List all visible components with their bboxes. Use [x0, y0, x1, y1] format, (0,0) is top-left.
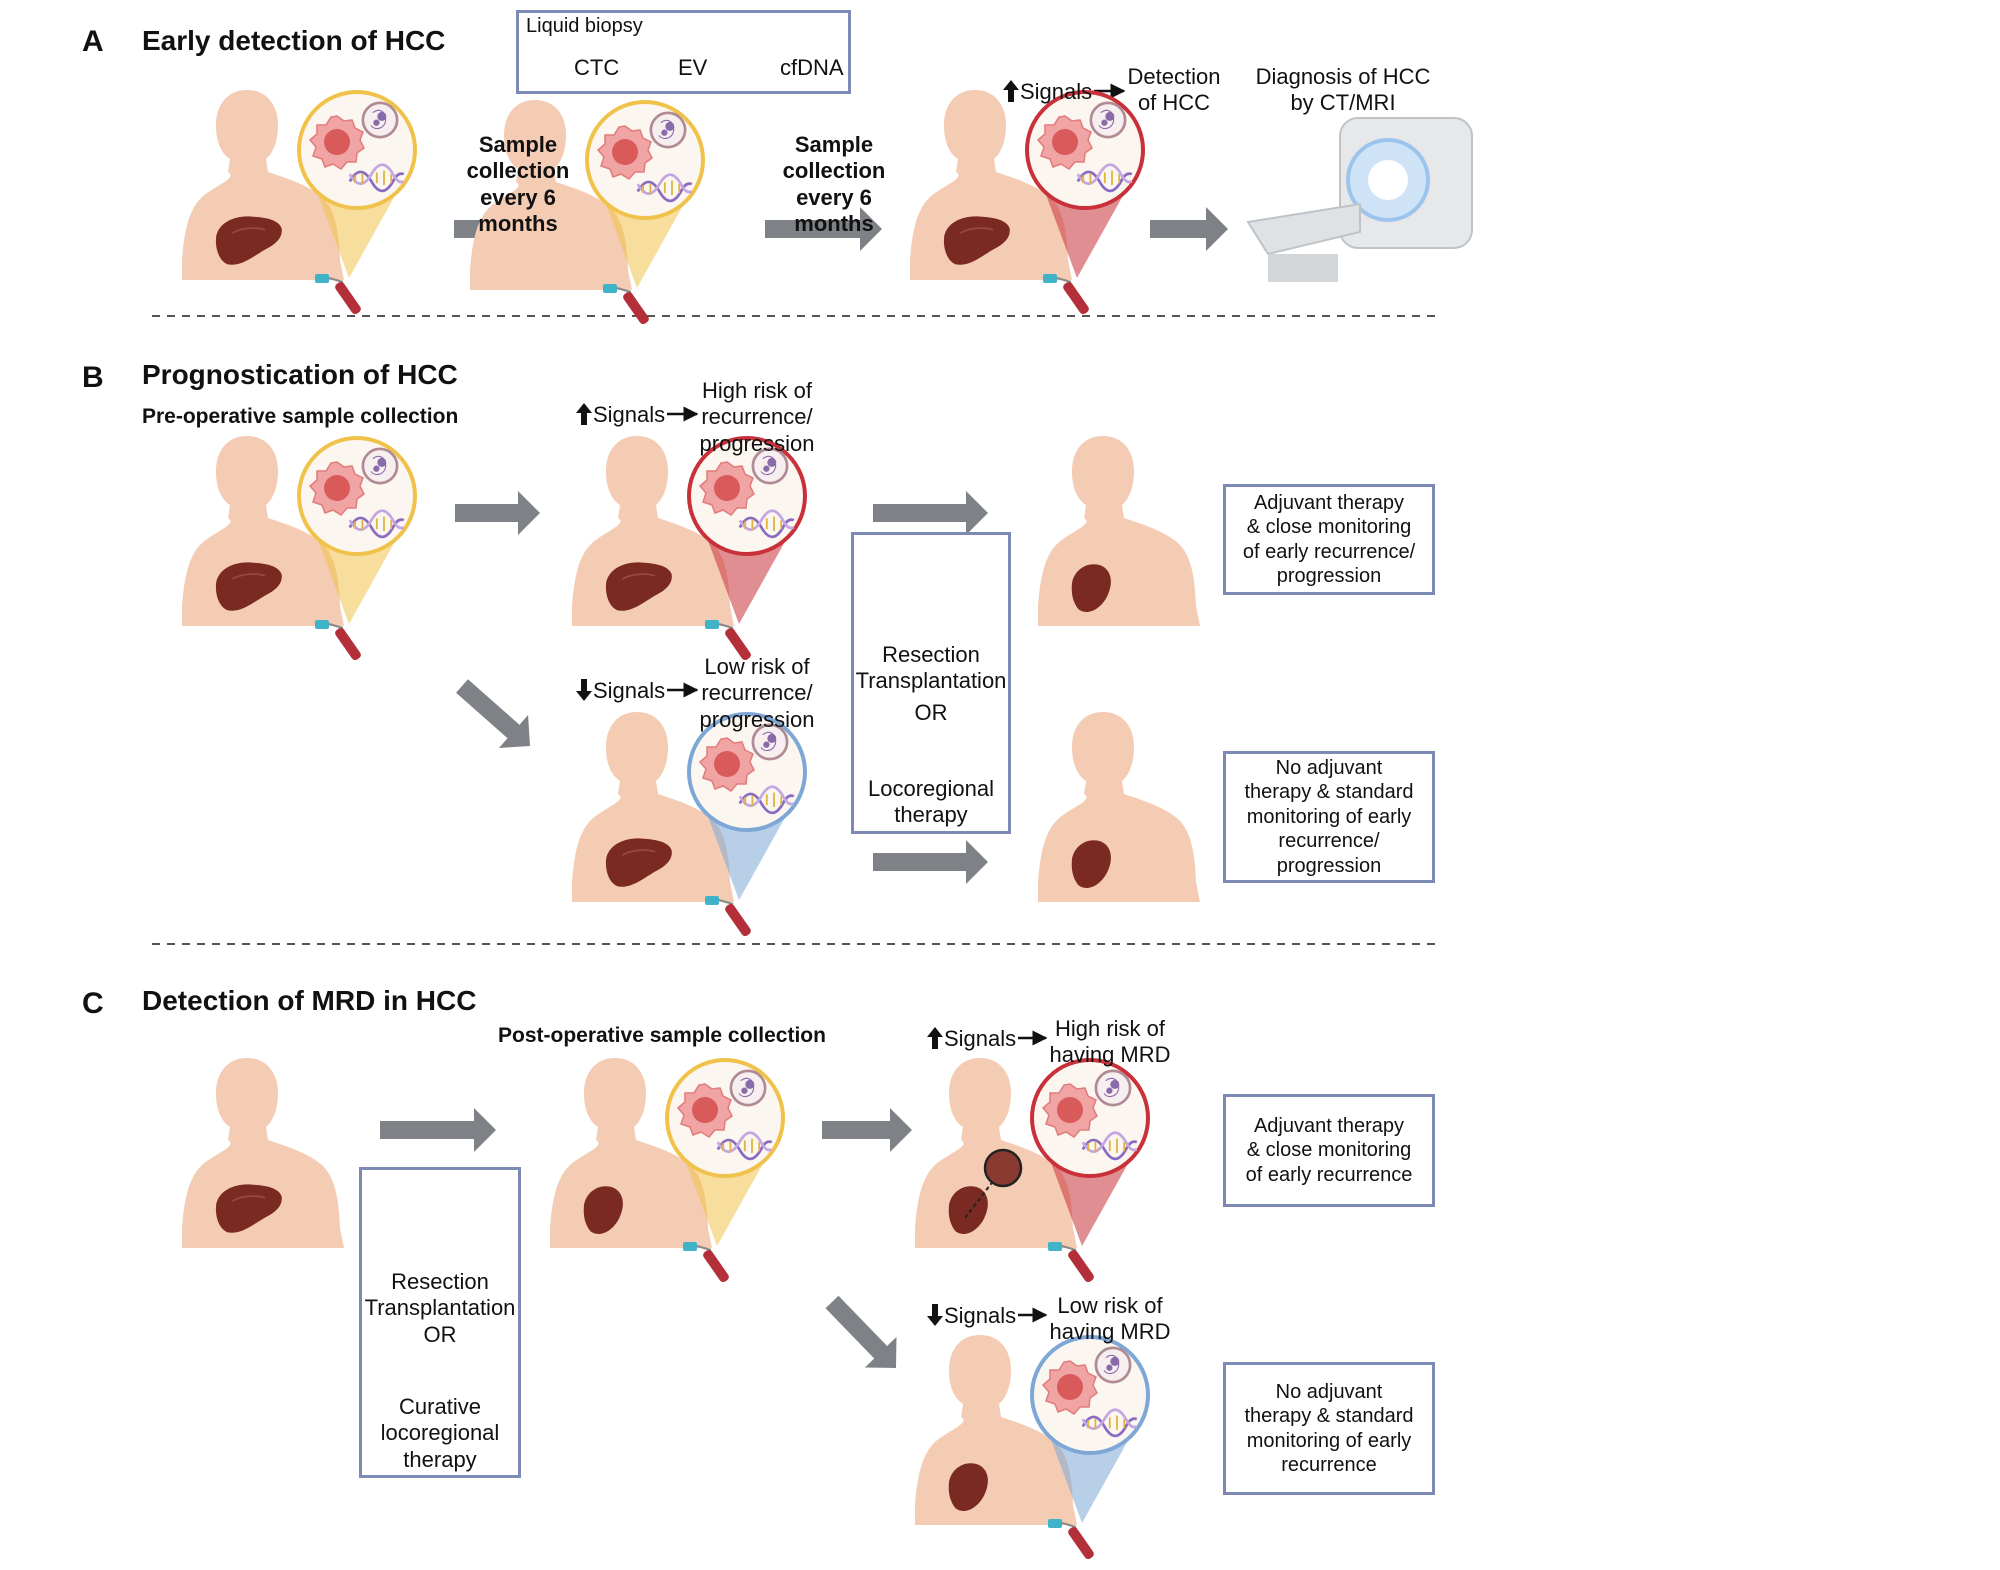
diagnosis-ct-mri-label: Diagnosis of HCC by CT/MRI — [1255, 64, 1431, 116]
panel-b-signals-down-label: Signals — [593, 678, 666, 703]
person-a2 — [470, 100, 705, 327]
arrow-block-b4 — [873, 840, 988, 884]
panel-c-treatment-2: Curative locoregional therapy — [380, 1394, 500, 1472]
panel-c-title: Detection of MRD in HCC — [142, 985, 477, 1016]
blood-tube-icon — [1047, 1241, 1097, 1285]
signals-up-icon-b — [576, 403, 592, 425]
person-b-high-after — [1038, 436, 1200, 626]
arrow-block-a3 — [1150, 207, 1228, 251]
legend-title: Liquid biopsy — [526, 15, 643, 37]
arrow-block-a2 — [765, 207, 882, 251]
person-a3 — [910, 90, 1145, 317]
blood-tube-icon — [314, 619, 364, 663]
arrow-block-c1 — [380, 1108, 496, 1152]
signals-down-icon-b — [576, 679, 592, 701]
panel-b-outcome-low: No adjuvant therapy & standard monitorin… — [1223, 751, 1435, 883]
bubble-tail — [707, 538, 787, 624]
sample-collection-label-2: Sample collection every 6 months — [782, 132, 886, 237]
panel-b-subtitle: Pre-operative sample collection — [142, 405, 459, 428]
blood-tube-icon — [704, 895, 754, 939]
panel-b-treatment-or: OR — [914, 700, 948, 725]
bubble-tail — [1050, 1437, 1130, 1523]
mrd-nodule-icon — [983, 1148, 1023, 1188]
panel-b-signals-up-label: Signals — [593, 402, 666, 427]
person-b-high — [572, 436, 807, 663]
signals-up-icon-a — [1003, 80, 1019, 102]
panel-c-signals-up-label: Signals — [944, 1026, 1017, 1051]
blood-tube-icon — [682, 1241, 732, 1285]
panel-b-low-risk-label: Low risk of recurrence/ progression — [699, 654, 815, 732]
panel-a-title: Early detection of HCC — [142, 25, 446, 56]
panel-c-outcome-high: Adjuvant therapy & close monitoring of e… — [1223, 1094, 1435, 1207]
panel-c-low-risk-label: Low risk of having MRD — [1049, 1293, 1171, 1345]
panel-c-treatment-or: OR — [423, 1322, 457, 1347]
signals-down-icon-c — [927, 1304, 943, 1326]
panel-a-letter: A — [82, 25, 104, 58]
person-a1 — [182, 90, 417, 317]
panel-c-subtitle: Post-operative sample collection — [498, 1024, 826, 1047]
panel-c-treatment-1: Resection Transplantation — [364, 1269, 516, 1321]
bubble-tail — [1050, 1160, 1130, 1246]
panel-c-treatment-box — [359, 1167, 521, 1478]
arrow-block-c3 — [825, 1295, 897, 1369]
arrow-block-b3 — [873, 491, 988, 535]
panel-b-treatment-1: Resection Transplantation — [855, 642, 1007, 694]
panel-b-high-risk-label: High risk of recurrence/ progression — [699, 378, 815, 456]
person-body-icon — [182, 1058, 344, 1248]
sample-collection-label-1: Sample collection every 6 months — [466, 132, 570, 237]
panel-c-signals-down-label: Signals — [944, 1303, 1017, 1328]
ct-mri-scanner-icon — [1246, 117, 1473, 282]
person-b1 — [182, 436, 417, 663]
blood-tube-icon — [602, 283, 652, 327]
blood-tube-icon — [1042, 273, 1092, 317]
detection-of-hcc-label: Detection of HCC — [1127, 64, 1221, 116]
panel-c-high-risk-label: High risk of having MRD — [1049, 1016, 1171, 1068]
signals-up-icon-c — [927, 1027, 943, 1049]
arrow-block-b2 — [456, 679, 531, 748]
bubble-tail — [1045, 192, 1125, 278]
panel-b-letter: B — [82, 361, 104, 394]
legend-ctc-label: CTC — [574, 55, 620, 80]
bubble-tail — [605, 202, 685, 288]
liquid-biopsy-legend — [516, 10, 851, 94]
person-b-low-after — [1038, 712, 1200, 902]
blood-tube-icon — [314, 273, 364, 317]
bubble-tail — [707, 814, 787, 900]
panel-a-signals-up-label: Signals — [1020, 79, 1093, 104]
blood-tube-icon — [1047, 1518, 1097, 1562]
person-c2 — [550, 1058, 785, 1285]
person-body-icon — [1038, 436, 1200, 626]
panel-b-treatment-box — [851, 532, 1011, 834]
panel-b-treatment-2: Locoregional therapy — [868, 776, 994, 828]
person-c-low — [915, 1335, 1150, 1562]
person-body-icon — [1038, 712, 1200, 902]
panel-c-letter: C — [82, 987, 104, 1020]
bubble-tail — [317, 538, 397, 624]
person-b-low — [572, 712, 807, 939]
panel-c-outcome-low: No adjuvant therapy & standard monitorin… — [1223, 1362, 1435, 1495]
legend-ev-label: EV — [678, 55, 708, 80]
panel-b-outcome-high: Adjuvant therapy & close monitoring of e… — [1223, 484, 1435, 595]
panel-b-title: Prognostication of HCC — [142, 359, 458, 390]
arrow-block-b1 — [455, 491, 540, 535]
person-c-high — [915, 1058, 1150, 1285]
legend-cfdna-label: cfDNA — [780, 55, 844, 80]
bubble-tail — [685, 1160, 765, 1246]
bubble-tail — [317, 192, 397, 278]
person-c1 — [182, 1058, 344, 1248]
arrow-block-c2 — [822, 1108, 912, 1152]
